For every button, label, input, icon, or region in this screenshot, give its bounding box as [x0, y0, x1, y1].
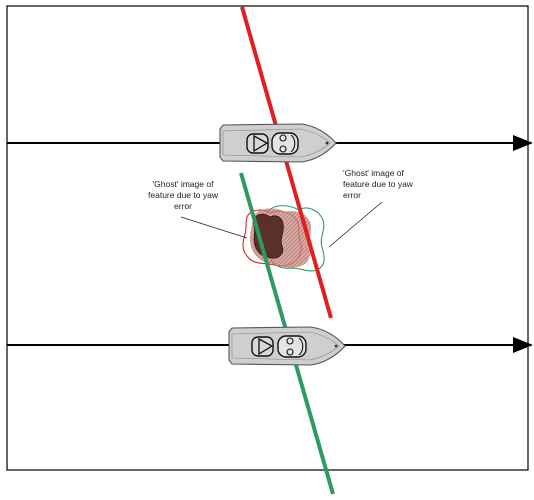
annotation-left-line3: error: [174, 201, 192, 211]
annotation-right-line3: error: [343, 190, 361, 200]
annotation-left-line1: 'Ghost' image of: [153, 179, 215, 189]
leader-line-right: [328, 201, 383, 248]
annotation-right-line1: 'Ghost' image of: [343, 168, 405, 178]
boat-icon: [219, 123, 337, 163]
annotation-left-line2: feature due to yaw: [148, 190, 219, 200]
annotation-right-line2: feature due to yaw: [343, 179, 414, 189]
diagram-frame: [6, 5, 529, 471]
leader-line-left: [180, 216, 248, 239]
beam-line-red: [240, 6, 333, 319]
boat-icon: [228, 326, 346, 366]
annotation-left: 'Ghost' image of feature due to yaw erro…: [148, 179, 248, 239]
annotation-right: 'Ghost' image of feature due to yaw erro…: [328, 168, 414, 248]
